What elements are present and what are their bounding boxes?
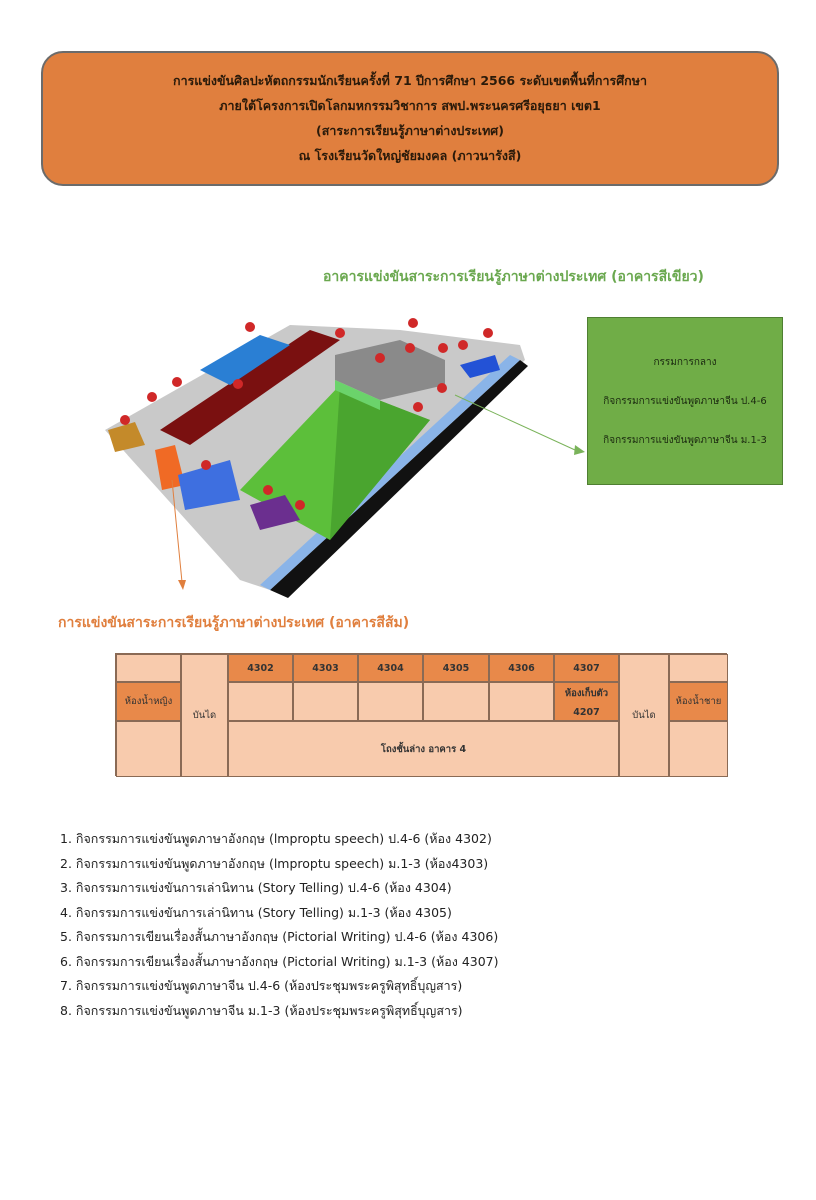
ground-floor-hall: โถงชั้นล่าง อาคาร 4	[228, 721, 619, 777]
title-line: ภายใต้โครงการเปิดโลกมหกรรมวิชาการ สพป.พร…	[219, 98, 601, 113]
activity-list: 1. กิจกรรมการแข่งขันพูดภาษาอังกฤษ (lmpro…	[60, 827, 499, 1023]
room-4306: 4306	[489, 654, 554, 682]
stairs-left: บันได	[181, 654, 228, 777]
storage-label: ห้องเก็บตัว	[564, 687, 609, 699]
marker-icon	[437, 383, 447, 393]
marker-icon	[335, 328, 345, 338]
list-item: 8. กิจกรรมการแข่งขันพูดภาษาจีน ม.1-3 (ห้…	[60, 1002, 463, 1018]
marker-icon	[295, 500, 305, 510]
marker-icon	[483, 328, 493, 338]
marker-icon	[201, 460, 211, 470]
blank-cell	[423, 682, 489, 721]
map-markers	[120, 318, 493, 510]
info-item: กิจกรรมการแข่งขันพูดภาษาจีน ม.1-3	[603, 434, 767, 446]
map-pool	[460, 355, 500, 378]
floor-plan: บันได 4302 4303 4304 4305 4306 4307 บันไ…	[115, 653, 728, 777]
info-item: กรรมการกลาง	[653, 356, 717, 368]
room-4302: 4302	[228, 654, 293, 682]
title-line: ณ โรงเรียนวัดใหญ่ชัยมงคล (ภาวนารังสี)	[298, 148, 522, 163]
blank-cell	[669, 721, 728, 777]
green-building-info-box: กรรมการกลาง กิจกรรมการแข่งขันพูดภาษาจีน …	[587, 317, 783, 485]
marker-icon	[147, 392, 157, 402]
room-4303: 4303	[293, 654, 358, 682]
list-item: 4. กิจกรรมการแข่งขันการเล่านิทาน (Story …	[60, 904, 452, 920]
room-4305: 4305	[423, 654, 489, 682]
blank-cell	[116, 654, 181, 682]
arrow-head-green	[574, 445, 585, 455]
title-line: (สาระการเรียนรู้ภาษาต่างประเทศ)	[316, 123, 504, 138]
storage-number: 4207	[573, 706, 600, 718]
map-road	[270, 360, 528, 598]
school-map	[105, 318, 585, 598]
list-item: 1. กิจกรรมการแข่งขันพูดภาษาอังกฤษ (lmpro…	[60, 831, 492, 846]
list-item: 6. กิจกรรมการเขียนเรื่องสั้นภาษาอังกฤษ (…	[60, 953, 499, 969]
map-blue-building	[178, 460, 240, 510]
marker-icon	[405, 343, 415, 353]
marker-icon	[263, 485, 273, 495]
map-green-building	[335, 340, 445, 400]
men-restroom: ห้องน้ำชาย	[669, 682, 728, 721]
map-field-shade	[330, 385, 430, 540]
blank-cell	[116, 721, 181, 777]
women-restroom: ห้องน้ำหญิง	[116, 682, 181, 721]
storage-room: ห้องเก็บตัว 4207	[554, 682, 619, 721]
map-blue-court	[200, 335, 290, 385]
list-item: 2. กิจกรรมการแข่งขันพูดภาษาอังกฤษ (lmpro…	[60, 855, 489, 871]
blank-cell	[358, 682, 423, 721]
marker-icon	[172, 377, 182, 387]
title-line: การแข่งขันศิลปะหัตถกรรมนักเรียนครั้งที่ …	[173, 73, 647, 88]
pointer-line-green	[454, 394, 576, 451]
list-item: 5. กิจกรรมการเขียนเรื่องสั้นภาษาอังกฤษ (…	[60, 929, 499, 944]
info-item: กิจกรรมการแข่งขันพูดภาษาจีน ป.4-6	[603, 395, 767, 407]
blank-cell	[669, 654, 728, 682]
map-brown-building	[108, 422, 145, 452]
list-item: 7. กิจกรรมการแข่งขันพูดภาษาจีน ป.4-6 (ห้…	[60, 978, 463, 993]
pointer-line-orange	[171, 479, 183, 583]
marker-icon	[413, 402, 423, 412]
green-building-title: อาคารแข่งขันสาระการเรียนรู้ภาษาต่างประเท…	[323, 269, 704, 285]
marker-icon	[233, 379, 243, 389]
map-purple-building	[250, 495, 300, 530]
blank-cell	[293, 682, 358, 721]
marker-icon	[458, 340, 468, 350]
marker-icon	[375, 353, 385, 363]
map-orange-building	[155, 445, 185, 490]
marker-icon	[438, 343, 448, 353]
list-item: 3. กิจกรรมการแข่งขันการเล่านิทาน (Story …	[60, 880, 452, 895]
stairs-right: บันได	[619, 654, 669, 777]
blank-cell	[489, 682, 554, 721]
title-banner: การแข่งขันศิลปะหัตถกรรมนักเรียนครั้งที่ …	[41, 51, 779, 186]
room-4307: 4307	[554, 654, 619, 682]
blank-cell	[228, 682, 293, 721]
marker-icon	[408, 318, 418, 328]
map-red-building	[160, 330, 340, 445]
map-green-building-front	[335, 380, 380, 410]
room-4304: 4304	[358, 654, 423, 682]
arrow-head-orange	[178, 580, 186, 590]
marker-icon	[120, 415, 130, 425]
orange-building-title: การแข่งขันสาระการเรียนรู้ภาษาต่างประเทศ …	[58, 615, 410, 631]
marker-icon	[245, 322, 255, 332]
